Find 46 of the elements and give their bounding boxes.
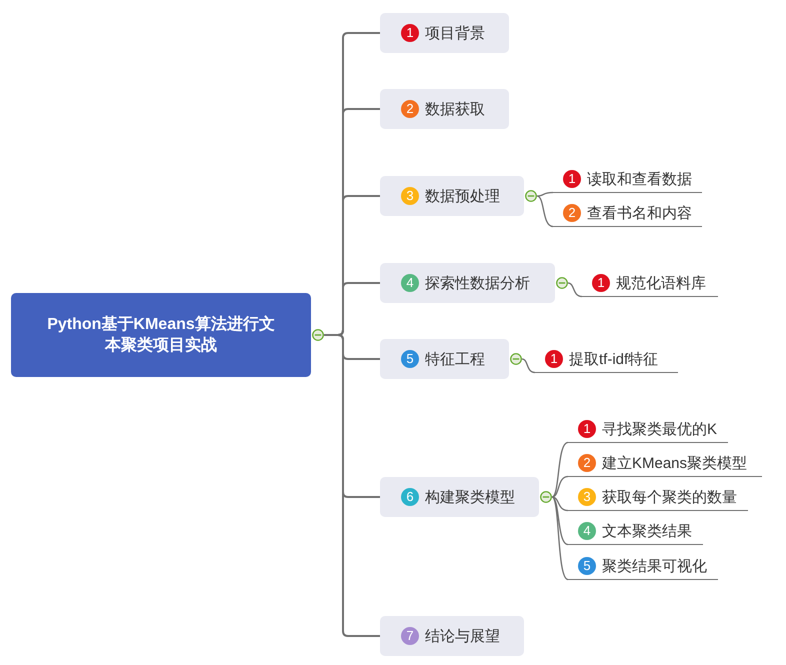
topic-label: 结论与展望: [425, 626, 500, 646]
branch-line: [522, 358, 536, 374]
topic-label: 项目背景: [425, 24, 485, 42]
topic-label: 探索性数据分析: [425, 274, 530, 292]
subtopic-label: 规范化语料库: [616, 274, 706, 292]
number-badge: 4: [578, 522, 596, 540]
number-badge: 1: [545, 350, 563, 368]
subtopic-label: 提取tf-idf特征: [569, 350, 658, 368]
topic-label: 构建聚类模型: [425, 488, 515, 506]
subtopic-label: 聚类结果可视化: [602, 556, 707, 576]
subtopic-label: 读取和查看数据: [587, 170, 692, 188]
branch-line: [536, 192, 554, 197]
branch-line: [552, 496, 568, 546]
subtopic-label: 获取每个聚类的数量: [602, 488, 737, 506]
subtopic-label: 文本聚类结果: [602, 522, 692, 540]
number-badge: 1: [401, 24, 419, 42]
number-badge: 2: [578, 454, 596, 472]
topic-box: [380, 89, 509, 129]
number-badge: 1: [592, 274, 610, 292]
number-badge: 5: [401, 350, 419, 368]
subtopic-label: 寻找聚类最优的K: [602, 420, 718, 438]
number-badge: 6: [401, 488, 419, 506]
topic-label: 数据获取: [425, 100, 485, 118]
topic-label: 数据预处理: [425, 186, 500, 206]
branch-line: [324, 334, 380, 637]
subtopic-label: 建立KMeans聚类模型: [602, 454, 748, 472]
root-box: Python基于KMeans算法进行文本聚类项目实战: [11, 293, 311, 377]
number-badge: 1: [578, 420, 596, 438]
topic-box: [380, 13, 509, 53]
branch-line: [552, 496, 568, 512]
topic-label: 特征工程: [425, 350, 485, 368]
branch-line: [552, 496, 568, 580]
number-badge: 3: [401, 187, 419, 205]
number-badge: 3: [578, 488, 596, 506]
number-badge: 4: [401, 274, 419, 292]
number-badge: 2: [401, 100, 419, 118]
branch-line: [536, 195, 554, 228]
number-badge: 5: [578, 557, 596, 575]
subtopic-label: 查看书名和内容: [587, 204, 692, 222]
number-badge: 1: [563, 170, 581, 188]
branch-line: [552, 442, 568, 498]
number-badge: 7: [401, 627, 419, 645]
branch-line: [568, 282, 582, 298]
topic-box: [380, 616, 524, 656]
number-badge: 2: [563, 204, 581, 222]
branch-line: [552, 476, 568, 498]
